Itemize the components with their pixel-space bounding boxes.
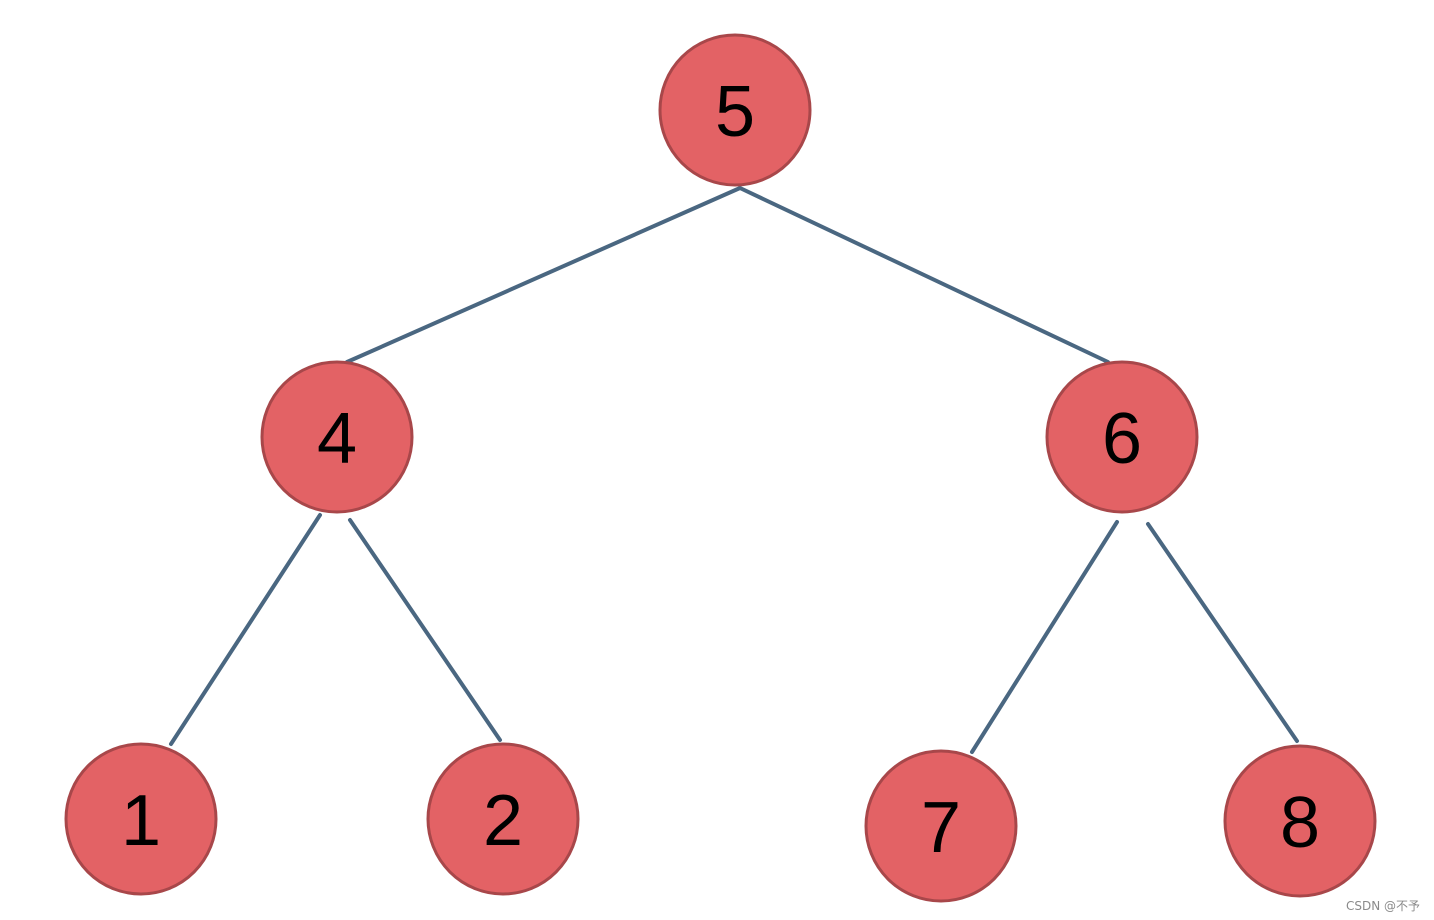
edge-n4-n1 [169, 513, 322, 746]
node-label: 5 [715, 72, 755, 152]
tree-node-1: 1 [64, 742, 218, 896]
nodes-layer: 5 4 6 1 2 7 8 [64, 33, 1377, 903]
node-label: 1 [121, 781, 161, 861]
node-circle [64, 742, 218, 896]
edge-n5-n6 [738, 186, 1110, 364]
node-circle [658, 33, 812, 187]
edge-n6-n7 [970, 520, 1119, 754]
node-label: 2 [483, 781, 523, 861]
node-label: 7 [921, 788, 961, 868]
node-circle [864, 749, 1018, 903]
node-circle [1045, 360, 1199, 514]
tree-node-8: 8 [1223, 744, 1377, 898]
edge-n5-n4 [345, 186, 742, 364]
node-label: 4 [317, 399, 357, 479]
node-label: 8 [1280, 783, 1320, 863]
node-circle [260, 360, 414, 514]
edges-layer [169, 186, 1299, 754]
tree-node-7: 7 [864, 749, 1018, 903]
node-label: 6 [1102, 399, 1142, 479]
tree-node-2: 2 [426, 742, 580, 896]
tree-node-4: 4 [260, 360, 414, 514]
tree-node-5: 5 [658, 33, 812, 187]
watermark: CSDN @不予 [1345, 899, 1420, 913]
node-circle [1223, 744, 1377, 898]
edge-n6-n8 [1146, 522, 1299, 743]
node-circle [426, 742, 580, 896]
tree-node-6: 6 [1045, 360, 1199, 514]
edge-n4-n2 [348, 518, 502, 742]
